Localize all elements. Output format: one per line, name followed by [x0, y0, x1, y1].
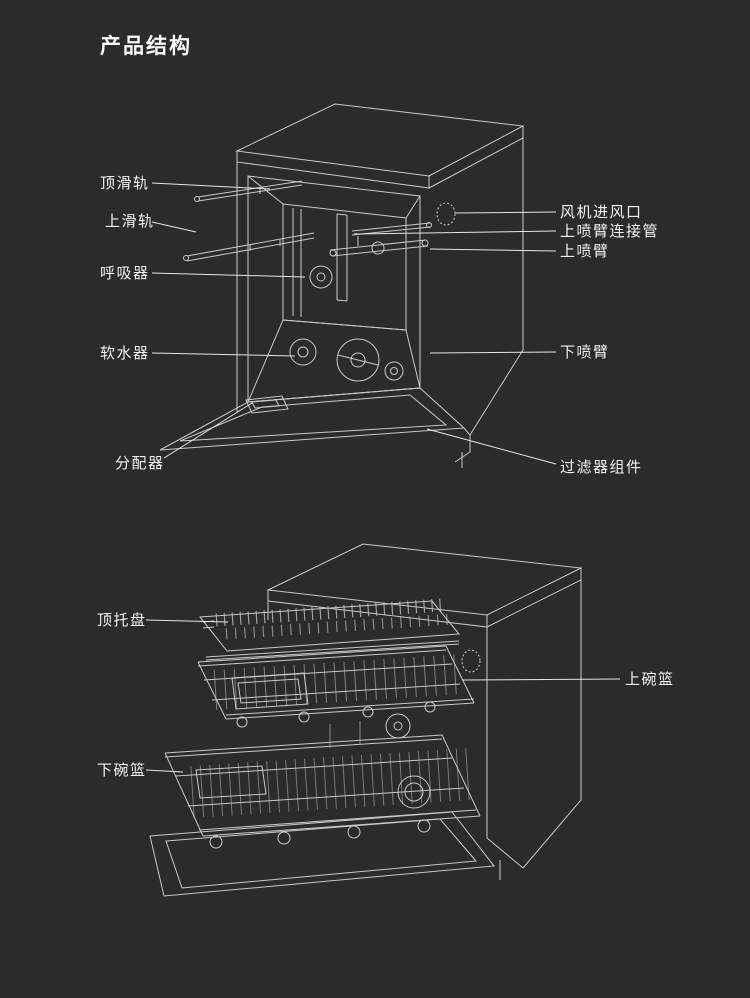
countertop-bottom: [266, 543, 583, 628]
leader-lines-top: [151, 182, 557, 465]
lower-spray-arm: [336, 338, 380, 382]
breather-valve: [309, 265, 333, 289]
label-upper-spray-arm: 上喷臂: [560, 242, 610, 260]
label-lower-basket: 下碗篮: [97, 761, 147, 779]
label-upper-basket: 上碗篮: [625, 670, 675, 688]
label-top-slide-rail: 顶滑轨: [100, 174, 150, 192]
dispenser-box: [245, 395, 289, 414]
door-open-top-diagram: [159, 387, 466, 451]
cabinet-body-bottom: [267, 580, 582, 880]
label-water-softener: 软水器: [100, 344, 150, 362]
label-lower-spray-arm: 下喷臂: [560, 343, 610, 361]
leader-lines-bottom: [145, 619, 621, 773]
label-top-tray: 顶托盘: [97, 611, 147, 629]
page-title: 产品结构: [100, 34, 192, 58]
filter-assembly: [384, 361, 404, 381]
top-diagram-illustration: [151, 103, 557, 468]
slide-rails: [183, 180, 315, 262]
label-upper-spray-arm-pipe: 上喷臂连接管: [560, 222, 660, 240]
upper-spray-arm: [329, 239, 429, 257]
water-softener: [289, 338, 317, 366]
label-dispenser: 分配器: [115, 454, 165, 472]
fan-inlet-vent: [436, 202, 456, 226]
cabinet-body: [236, 138, 524, 468]
upper-basket: [197, 645, 475, 748]
top-tray: [199, 598, 460, 661]
bottom-diagram-illustration: [145, 543, 621, 897]
label-filter-assembly: 过滤器组件: [560, 458, 643, 476]
label-upper-slide-rail: 上滑轨: [105, 212, 155, 230]
label-breather: 呼吸器: [100, 264, 150, 282]
door-open-bottom-diagram: [149, 811, 495, 897]
label-fan-inlet: 风机进风口: [560, 203, 643, 221]
countertop: [235, 103, 525, 189]
fan-inlet-vent-bottom: [461, 649, 481, 673]
